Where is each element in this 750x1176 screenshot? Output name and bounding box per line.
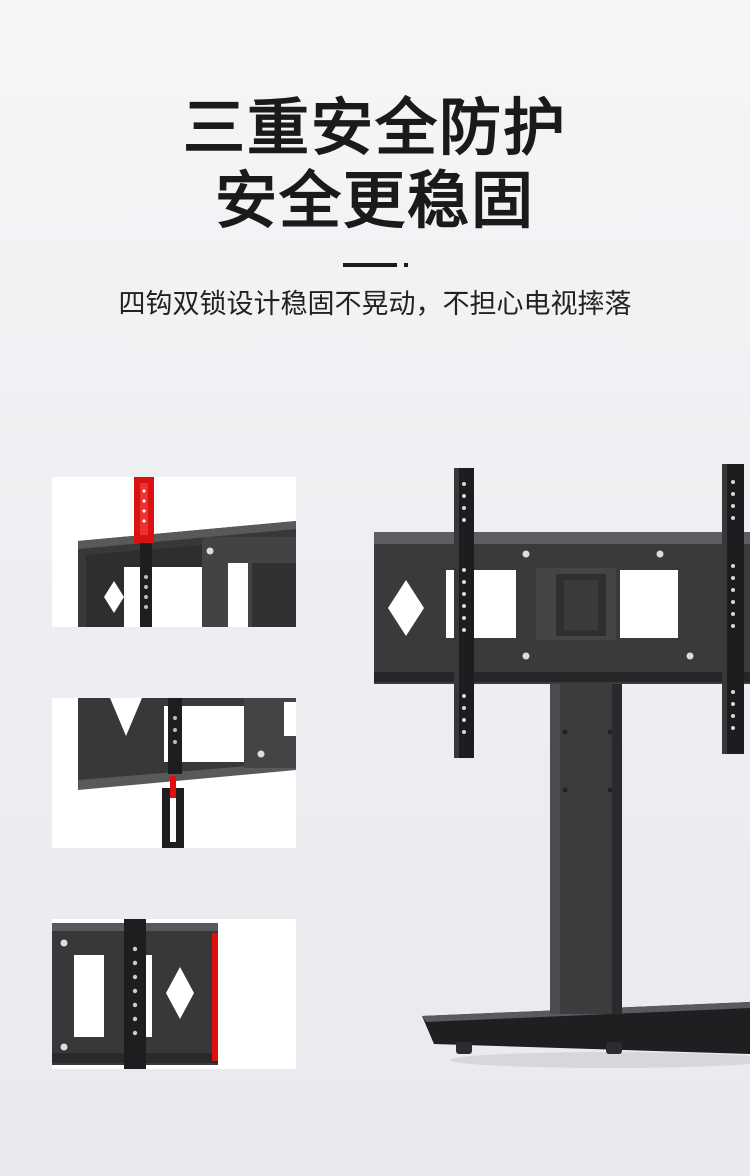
lock-detail-image — [52, 698, 296, 848]
headline-line-1: 三重安全防护 — [182, 91, 567, 164]
tv-stand-product-image — [360, 460, 750, 1070]
title-divider-dot — [404, 263, 408, 267]
subtitle: 四钩双锁设计稳固不晃动，不担心电视摔落 — [118, 289, 632, 320]
headline-line-2: 安全更稳固 — [214, 164, 535, 237]
hook-detail-image — [52, 477, 296, 627]
title-divider — [343, 263, 397, 267]
side-lock-detail-image — [52, 919, 296, 1069]
